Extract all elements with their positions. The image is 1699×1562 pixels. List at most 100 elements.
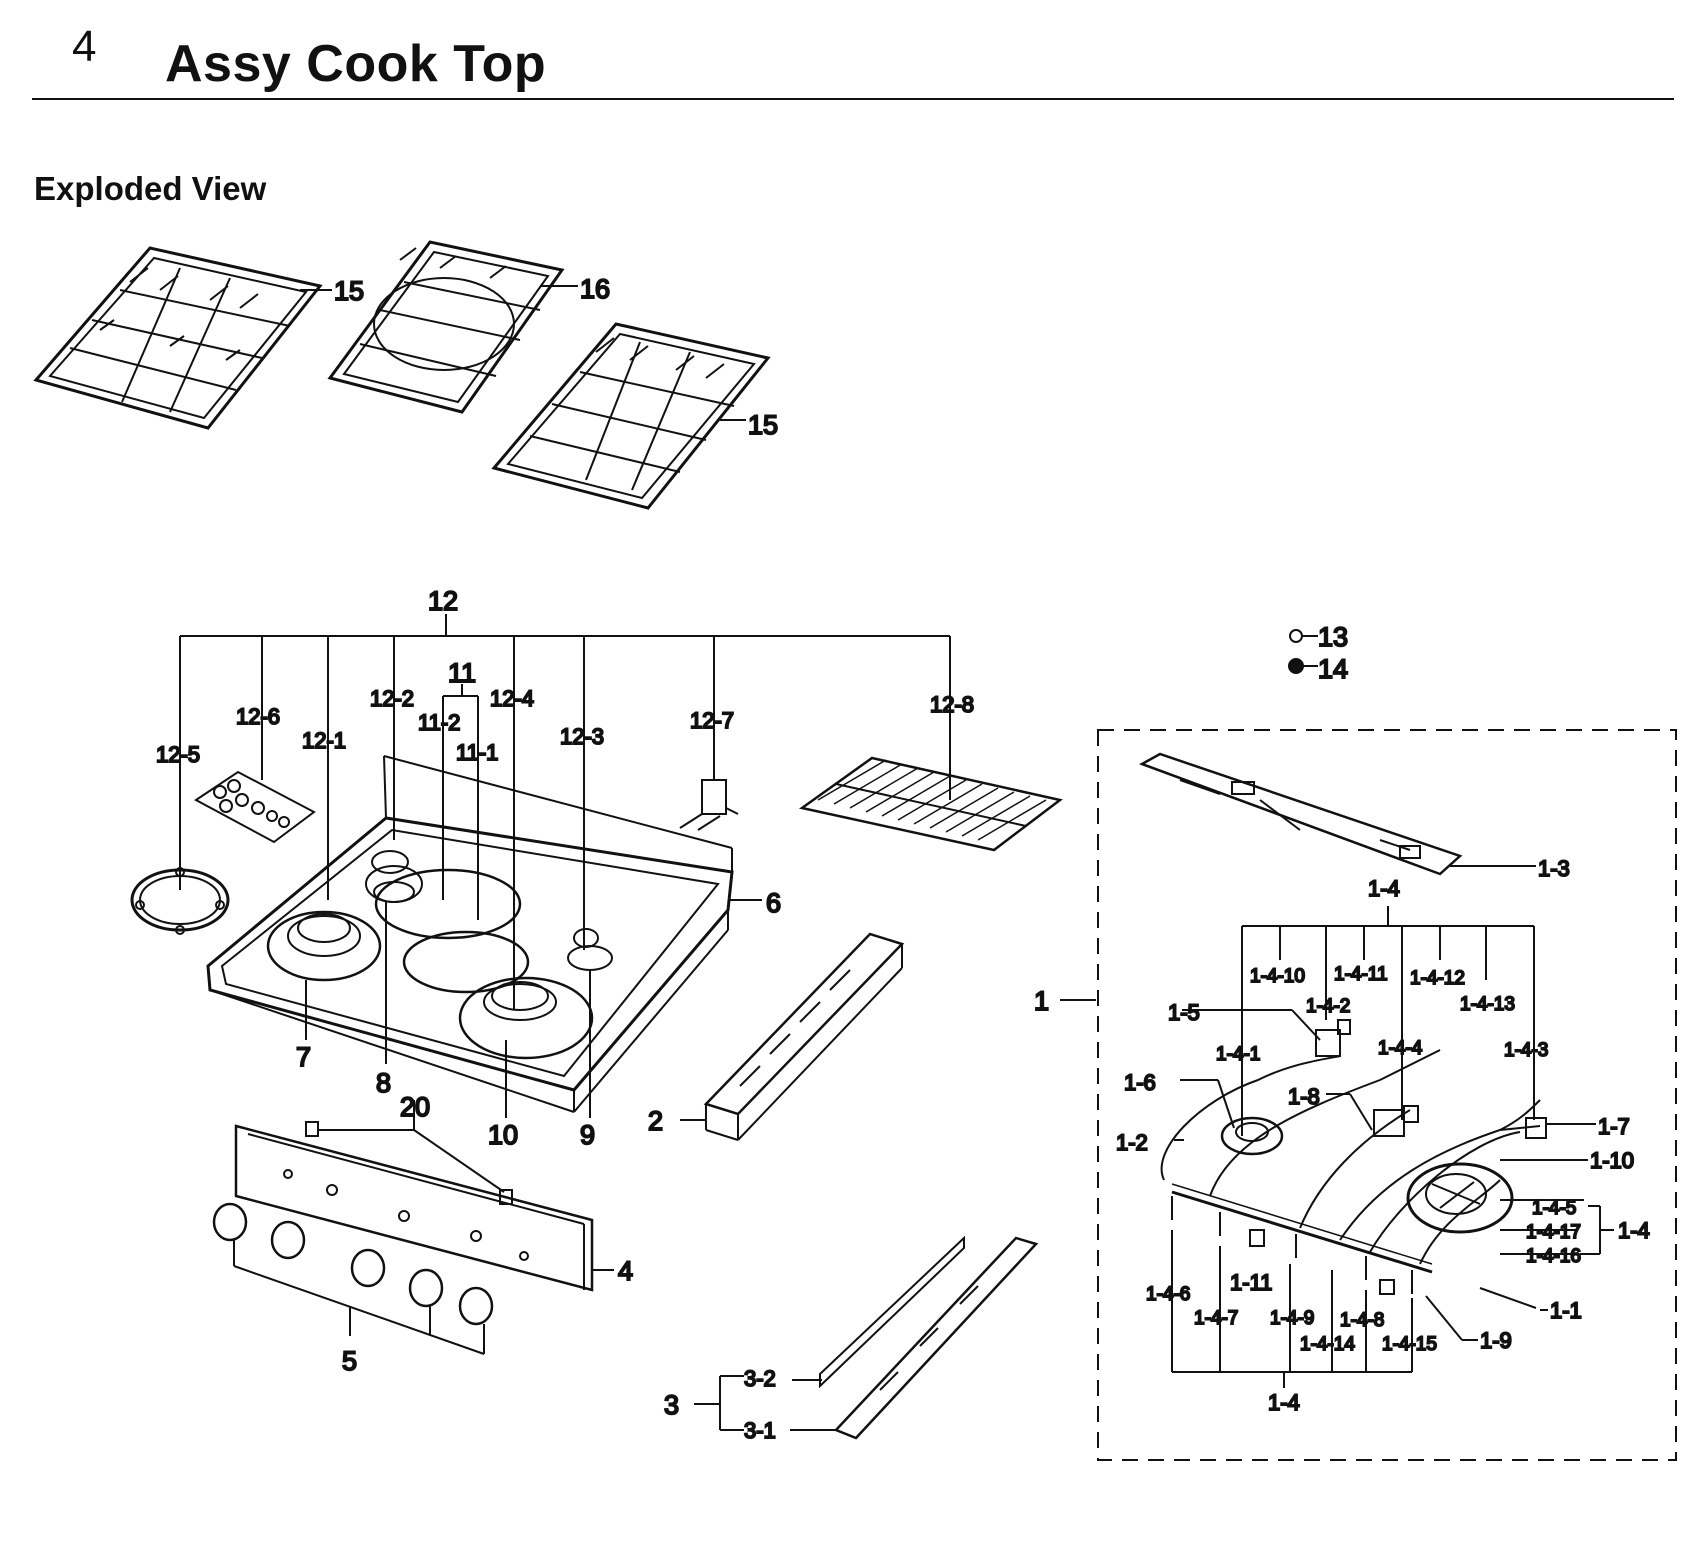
label-1-11: 1-11 [1230,1270,1272,1295]
leader-1-9 [1425,1295,1463,1341]
electrode-1-1 [1479,1287,1537,1309]
label-1-4-17: 1-4-17 [1526,1222,1581,1243]
screw-13 [1289,629,1303,643]
label-12-8: 12-8 [930,692,974,717]
label-1-4-16: 1-4-16 [1526,1246,1581,1267]
label-1-4-14: 1-4-14 [1300,1334,1355,1355]
grate-right [491,322,771,510]
label-1: 1 [1034,986,1049,1016]
burner-head-left [1220,1116,1284,1156]
label-1-4-15: 1-4-15 [1382,1334,1437,1355]
valve-1-4-2 [1315,1019,1351,1057]
bracket-1-4-top [1241,906,1535,1136]
label-1-5: 1-5 [1168,1000,1200,1025]
bracket-1-4-right [1500,1199,1614,1255]
leader-1-6b [1217,1079,1235,1129]
label-3-2: 3-2 [744,1366,776,1391]
title-divider [32,98,1674,100]
control-bar [234,1121,594,1292]
label-12-2: 12-2 [370,686,414,711]
grate-left [33,246,323,430]
label-1-4-11: 1-4-11 [1334,964,1388,985]
valve-1-7 [1525,1117,1547,1139]
label-12-4: 12-4 [490,686,534,711]
knobs-group [212,1202,494,1326]
bracket-12 [179,614,951,1010]
label-7: 7 [296,1042,311,1072]
label-11-2: 11-2 [418,710,460,735]
label-1-4-7: 1-4-7 [1194,1308,1238,1329]
label-12-6: 12-6 [236,704,280,729]
bracket-5 [233,1240,485,1355]
label-12: 12 [428,586,458,616]
label-1-4-9: 1-4-9 [1270,1308,1314,1329]
label-3-1: 3-1 [744,1418,776,1443]
clip-part [679,779,739,831]
bracket-3 [694,1375,838,1431]
label-1-4-top: 1-4 [1368,876,1400,901]
label-1-3: 1-3 [1538,856,1570,881]
label-15a: 15 [334,276,364,306]
leader-1-8b [1349,1093,1373,1131]
burner-7 [266,910,382,982]
assembly-1-boundary [1097,729,1677,1461]
label-10: 10 [488,1120,518,1150]
bracket-11 [442,684,479,920]
label-1-9: 1-9 [1480,1328,1512,1353]
strip-3-2 [819,1235,965,1389]
label-1-1: 1-1 [1550,1298,1582,1323]
label-1-4-12: 1-4-12 [1410,968,1465,989]
label-12-1: 12-1 [302,728,346,753]
gas-manifold [1160,1049,1541,1274]
parts-plate [194,770,316,844]
label-13: 13 [1318,622,1348,652]
bracket-1-4-bottom [1171,1230,1413,1388]
label-12-3: 12-3 [560,724,604,749]
label-1-4-5: 1-4-5 [1532,1198,1576,1219]
bracket-1-3 [1139,752,1463,876]
label-1-4-10: 1-4-10 [1250,966,1305,987]
burner-10 [458,976,594,1060]
label-2: 2 [648,1106,663,1136]
label-5: 5 [342,1346,357,1376]
page-title: Assy Cook Top [165,35,547,93]
label-20: 20 [400,1092,430,1122]
diagram-subtitle: Exploded View [34,170,267,207]
label-1-6: 1-6 [1124,1070,1156,1095]
mesh-panel [798,756,1063,852]
strip-3-1 [833,1236,1039,1440]
label-14: 14 [1318,654,1348,684]
label-1-4-1: 1-4-1 [1216,1044,1260,1065]
bracket-20 [318,1100,505,1193]
label-12-7: 12-7 [690,708,734,733]
label-1-4-8: 1-4-8 [1340,1310,1384,1331]
label-1-4-right: 1-4 [1618,1218,1650,1243]
label-1-4-bottom: 1-4 [1268,1390,1300,1415]
side-rail [703,932,905,1141]
label-8: 8 [376,1068,391,1098]
valve-1-4-4 [1373,1105,1419,1137]
label-1-4-13: 1-4-13 [1460,994,1515,1015]
grate-center [327,240,565,414]
label-16: 16 [580,274,610,304]
cover-plates-11 [374,868,530,994]
label-1-4-2: 1-4-2 [1306,996,1350,1017]
label-11: 11 [448,658,476,688]
burner-8 [365,850,423,903]
cooktop-panel [206,755,734,1113]
label-1-7: 1-7 [1598,1114,1630,1139]
label-1-4-3: 1-4-3 [1504,1040,1548,1061]
label-4: 4 [618,1256,633,1286]
burner-ring [130,867,230,935]
section-number: 4 [72,22,97,71]
label-9: 9 [580,1120,595,1150]
label-6: 6 [766,888,781,918]
leader-1-5b [1291,1009,1321,1041]
burner-9 [567,928,613,971]
callout-labels: 15 16 15 12 12-6 12-5 12-1 12-2 11 11-2 … [155,273,1651,1444]
nozzles-row [1171,1196,1413,1295]
label-12-5: 12-5 [156,742,200,767]
label-1-10: 1-10 [1590,1148,1634,1173]
label-1-4-6: 1-4-6 [1146,1284,1190,1305]
